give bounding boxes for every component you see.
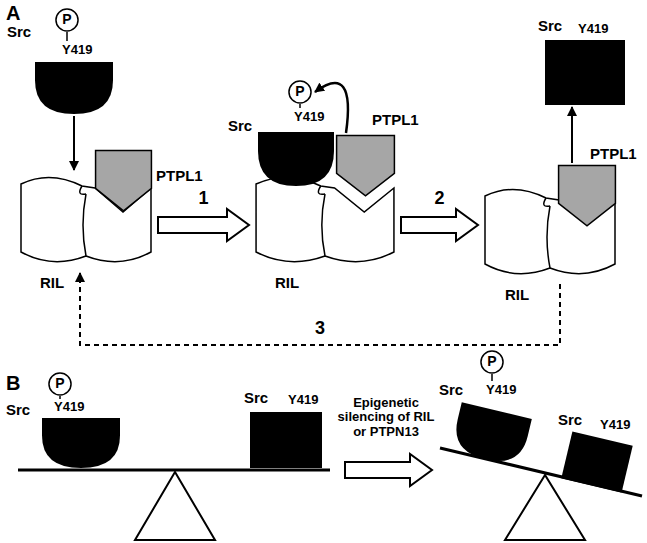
protein-label: Src bbox=[244, 390, 268, 407]
ril-shape bbox=[256, 177, 394, 261]
protein-label: PTPL1 bbox=[590, 146, 637, 163]
residue-label: Y419 bbox=[294, 110, 324, 124]
ptpl-shape bbox=[558, 165, 616, 227]
phosphate-circle bbox=[289, 81, 311, 103]
transition-arrow bbox=[345, 454, 432, 486]
ril-divider bbox=[547, 206, 550, 268]
phospho-stem bbox=[59, 396, 61, 399]
flow-arrow bbox=[315, 83, 348, 133]
protein-label: Src bbox=[538, 18, 562, 35]
ptpl1-shape bbox=[337, 136, 395, 196]
step-number: 3 bbox=[313, 319, 327, 339]
residue-label: Y419 bbox=[578, 22, 608, 36]
phosphate-circle bbox=[49, 373, 71, 395]
phospho-stem bbox=[491, 374, 493, 381]
residue-label: Y419 bbox=[600, 418, 630, 432]
balance-fulcrum bbox=[505, 475, 585, 540]
protein-label: RIL bbox=[40, 275, 64, 292]
ril-curl bbox=[318, 186, 325, 194]
protein-label: Src bbox=[558, 412, 582, 429]
square-shape bbox=[250, 412, 322, 468]
phosphate-node: P bbox=[55, 8, 79, 32]
ril-curl bbox=[80, 186, 86, 194]
reaction-arrow bbox=[401, 209, 478, 241]
flow-arrow bbox=[73, 116, 75, 170]
protein-label: Src bbox=[7, 24, 31, 41]
protein-label: PTPL1 bbox=[372, 112, 419, 129]
phosphate-node: P bbox=[288, 80, 312, 104]
phosphate-circle bbox=[481, 351, 503, 373]
ril-shape bbox=[485, 189, 615, 273]
disc-shape bbox=[258, 132, 334, 186]
protein-node: PTPL1 bbox=[95, 150, 152, 212]
square-shape bbox=[545, 40, 625, 105]
ril-curl bbox=[544, 198, 550, 206]
panel-letter: B bbox=[6, 372, 20, 394]
protein-node: Src bbox=[566, 438, 628, 486]
protein-label: RIL bbox=[275, 275, 299, 292]
src-inactive-shape bbox=[250, 412, 322, 468]
ptpl-shape bbox=[95, 150, 152, 212]
residue-label: Y419 bbox=[288, 393, 318, 407]
protein-node: PTPL1 bbox=[336, 135, 395, 197]
step-number: 1 bbox=[196, 189, 210, 209]
residue-label: Y419 bbox=[486, 383, 516, 397]
protein-node: PTPL1 bbox=[558, 165, 616, 227]
phosphate-label: P bbox=[480, 350, 504, 374]
annotation-text: Epigenetic silencing of RIL or PTPN13 bbox=[330, 396, 442, 439]
balance-beam bbox=[18, 469, 330, 472]
protein-node: Src bbox=[35, 62, 113, 114]
phospho-stem bbox=[299, 104, 301, 108]
src-active-shape bbox=[42, 418, 120, 468]
residue-label: Y419 bbox=[62, 43, 92, 57]
protein-node: Src bbox=[545, 40, 625, 105]
protein-node: Src bbox=[42, 418, 120, 468]
disc-shape bbox=[450, 402, 532, 467]
src-inactive-shape bbox=[545, 40, 625, 105]
disc-shape bbox=[35, 62, 113, 114]
panel-letter: A bbox=[6, 2, 20, 24]
protein-label: Src bbox=[6, 402, 30, 419]
protein-label: Src bbox=[439, 382, 463, 399]
phospho-stem bbox=[66, 32, 68, 41]
protein-node: Src bbox=[250, 412, 322, 468]
residue-label: Y419 bbox=[54, 400, 84, 414]
reaction-arrow bbox=[158, 209, 249, 241]
protein-label: Src bbox=[228, 118, 252, 135]
flow-arrow bbox=[571, 107, 573, 163]
protein-node: Src bbox=[258, 132, 334, 186]
src-active-shape bbox=[258, 132, 334, 186]
disc-shape bbox=[42, 418, 120, 468]
src-active-shape bbox=[450, 402, 532, 467]
step-number: 2 bbox=[432, 189, 446, 209]
protein-label: PTPL1 bbox=[156, 168, 203, 185]
phosphate-node: P bbox=[48, 372, 72, 396]
recycle-arrow bbox=[80, 273, 560, 345]
phosphate-node: P bbox=[480, 350, 504, 374]
ril-divider bbox=[322, 194, 325, 256]
phosphate-label: P bbox=[48, 372, 72, 396]
square-shape bbox=[561, 431, 632, 492]
ptpl-shape bbox=[336, 135, 395, 197]
src-active-shape bbox=[35, 62, 113, 114]
ril-shape bbox=[21, 177, 151, 261]
phosphate-circle bbox=[56, 9, 78, 31]
phosphate-label: P bbox=[55, 8, 79, 32]
protein-node: Src bbox=[455, 410, 527, 460]
phosphate-label: P bbox=[288, 80, 312, 104]
protein-label: RIL bbox=[505, 287, 529, 304]
src-inactive-shape bbox=[561, 431, 632, 492]
ril-divider bbox=[83, 194, 86, 256]
balance-fulcrum bbox=[135, 472, 215, 540]
